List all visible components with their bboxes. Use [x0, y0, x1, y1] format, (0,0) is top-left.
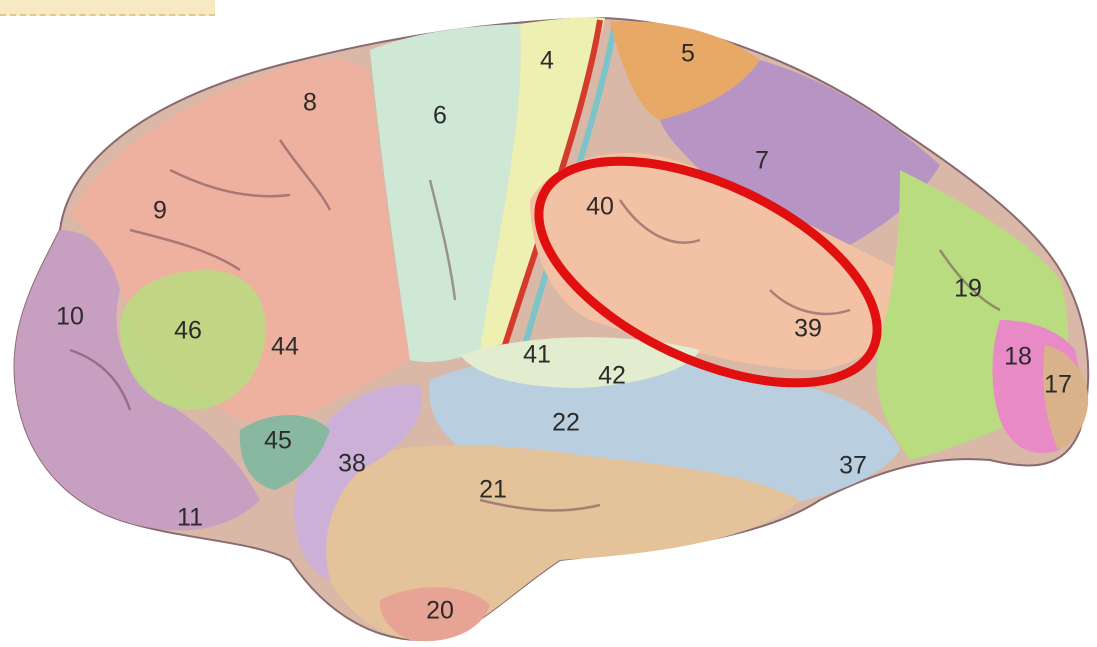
- area-label-11: 11: [177, 504, 203, 532]
- area-label-38: 38: [338, 450, 366, 478]
- area-label-7: 7: [755, 147, 769, 175]
- area-label-6: 6: [433, 102, 447, 130]
- area-label-22: 22: [552, 409, 580, 437]
- area-label-20: 20: [426, 597, 454, 625]
- area-label-21: 21: [479, 476, 507, 504]
- area-label-8: 8: [303, 89, 317, 117]
- area-label-17: 17: [1044, 371, 1072, 399]
- area-label-9: 9: [153, 197, 167, 225]
- area-label-46: 46: [174, 317, 202, 345]
- area-label-40: 40: [586, 193, 614, 221]
- area-label-37: 37: [839, 452, 867, 480]
- area-label-39: 39: [794, 315, 822, 343]
- area-label-41: 41: [523, 341, 551, 369]
- area-label-19: 19: [954, 275, 982, 303]
- area-label-45: 45: [264, 427, 292, 455]
- area-label-42: 42: [598, 362, 626, 390]
- area-label-5: 5: [681, 40, 695, 68]
- area-label-4: 4: [540, 47, 554, 75]
- area-label-18: 18: [1004, 343, 1032, 371]
- area-label-44: 44: [271, 333, 299, 361]
- area-label-10: 10: [56, 303, 84, 331]
